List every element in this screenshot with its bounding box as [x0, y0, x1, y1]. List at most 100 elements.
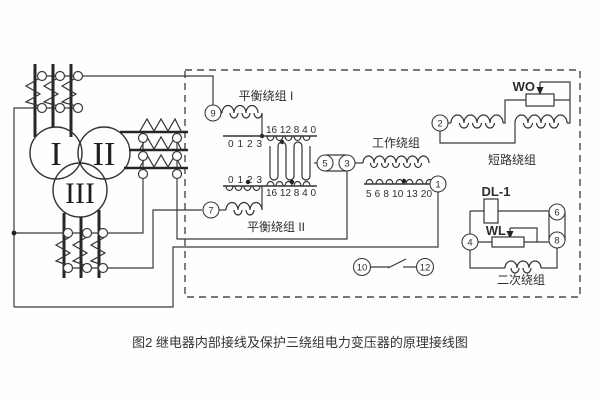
balance-1-coil — [221, 104, 259, 114]
terminal-3-label: 3 — [344, 159, 349, 170]
ct-group-1 — [24, 64, 84, 137]
tap-row-1-coarse: 16 12 8 4 0 — [266, 125, 316, 136]
balance-winding-2-label: 平衡绕组 II — [247, 220, 305, 234]
winding-1-numeral: I — [50, 136, 61, 173]
link-straps — [325, 154, 347, 172]
figure-caption: 图2 继电器内部接线及保护三绕组电力变压器的原理接线图 — [132, 335, 468, 350]
tap-hooks — [266, 180, 311, 187]
wire-ct1-to-terminal9 — [42, 75, 214, 105]
core-winding-loops — [269, 141, 311, 181]
ct-zigzag — [139, 117, 182, 133]
wl-resistor-label: WL — [486, 223, 506, 238]
terminal-8-label: 8 — [554, 236, 559, 247]
tap-hooks — [365, 178, 434, 185]
ct-zigzag — [24, 77, 42, 107]
terminal-5-label: 5 — [322, 159, 327, 170]
terminal-2-label: 2 — [437, 119, 442, 130]
ct-terminal — [137, 132, 149, 144]
contact-output: 10 12 — [352, 257, 435, 277]
wo-resistor — [525, 93, 555, 107]
ct-terminal — [62, 227, 74, 239]
wire-bottom — [469, 248, 558, 269]
balance-winding-2: 0 1 2 3 16 12 8 4 0 7 平衡绕组 II — [202, 175, 317, 234]
wire-return-to-2 — [439, 123, 516, 144]
ct-group-2 — [120, 117, 188, 180]
dl1-label: DL-1 — [482, 184, 511, 199]
tap-hooks — [225, 185, 261, 192]
ct-terminal — [137, 168, 149, 180]
relay-enclosure-border — [184, 69, 581, 298]
tap-row-working: 5 6 8 10 13 20 — [366, 189, 432, 200]
balance-winding-1-label: 平衡绕组 I — [239, 89, 294, 103]
ct-terminal — [72, 70, 84, 82]
wire-return-to-terminal1 — [14, 192, 439, 308]
short-coil-a-turns — [458, 122, 496, 129]
working-coil-turns — [369, 162, 423, 169]
tap-dot — [289, 179, 295, 185]
terminal-6-label: 6 — [554, 208, 559, 219]
ct-zigzag — [54, 236, 72, 267]
terminal-10-label: 10 — [357, 263, 368, 274]
contact-blade — [387, 258, 407, 269]
ct-terminal — [54, 70, 66, 82]
secondary-coil-turns — [510, 267, 532, 274]
wl-resistor — [491, 236, 525, 248]
link-5-3: 5 3 — [316, 154, 363, 172]
terminal-9-label: 9 — [210, 109, 215, 120]
wire-coil-to-wo — [503, 99, 526, 124]
secondary-coil — [504, 260, 542, 269]
ct-terminal — [97, 262, 109, 274]
ct-terminal — [171, 132, 183, 144]
terminal-1 — [429, 175, 447, 193]
tap-row-1-fine: 0 1 2 3 — [228, 139, 262, 150]
working-winding-label: 工作绕组 — [372, 136, 420, 150]
tap-dot — [401, 178, 407, 184]
ct-zigzag — [89, 236, 107, 267]
wo-resistor-label: WO — [513, 79, 535, 94]
ct-terminal — [36, 70, 48, 82]
terminal-1-label: 1 — [435, 180, 440, 191]
ct-group-3 — [54, 210, 109, 278]
short-coil-b — [514, 114, 568, 124]
wire-wo-to-coil-b — [554, 99, 571, 124]
ct-zigzag — [42, 77, 60, 107]
working-coil — [362, 155, 430, 164]
junction-dot — [11, 230, 17, 236]
secondary-winding-label: 二次绕组 — [497, 273, 545, 287]
tap-dot — [245, 179, 251, 185]
wl-wiper-arrow — [506, 231, 514, 239]
working-winding: 工作绕组 5 6 8 10 13 20 1 — [362, 136, 447, 200]
balance-2-coil — [225, 201, 263, 211]
terminal-12-label: 12 — [420, 263, 431, 274]
wire-ct2-right-to-terminal3 — [176, 138, 348, 240]
dl1-relay-coil — [483, 198, 499, 224]
tap-hooks — [266, 135, 311, 142]
balance-1-coil-turns — [229, 112, 263, 119]
short-circuit-winding-label: 短路绕组 — [488, 152, 536, 167]
terminal-5 — [316, 154, 334, 172]
secondary-winding-circuit: DL-1 6 8 4 WL 二次绕组 — [461, 184, 566, 287]
terminal-7-label: 7 — [208, 206, 213, 217]
ct-terminal — [54, 102, 66, 114]
ct-zigzag — [71, 236, 89, 267]
winding-3-numeral: III — [65, 177, 95, 210]
ct-terminal — [137, 150, 149, 162]
power-transformer: I II III — [24, 64, 188, 278]
wo-wiper-arrow — [536, 87, 544, 95]
ct-terminal — [72, 102, 84, 114]
middle-winding — [269, 141, 317, 181]
short-coil-a — [450, 114, 504, 124]
short-circuit-winding: 2 WO 短路绕组 — [431, 79, 571, 167]
balance-2-coil-turns — [233, 209, 255, 216]
tap-row-2-coarse: 16 12 8 4 0 — [266, 188, 316, 199]
ct-terminal — [62, 262, 74, 274]
ct-terminal — [171, 150, 183, 162]
ct-terminal — [36, 102, 48, 114]
balance-winding-1: 平衡绕组 I 9 16 12 8 4 0 0 1 2 3 — [204, 89, 317, 150]
winding-2-numeral: II — [93, 136, 116, 173]
terminal-4-label: 4 — [467, 238, 472, 249]
ct-terminal — [81, 227, 93, 239]
ct-terminal — [171, 168, 183, 180]
